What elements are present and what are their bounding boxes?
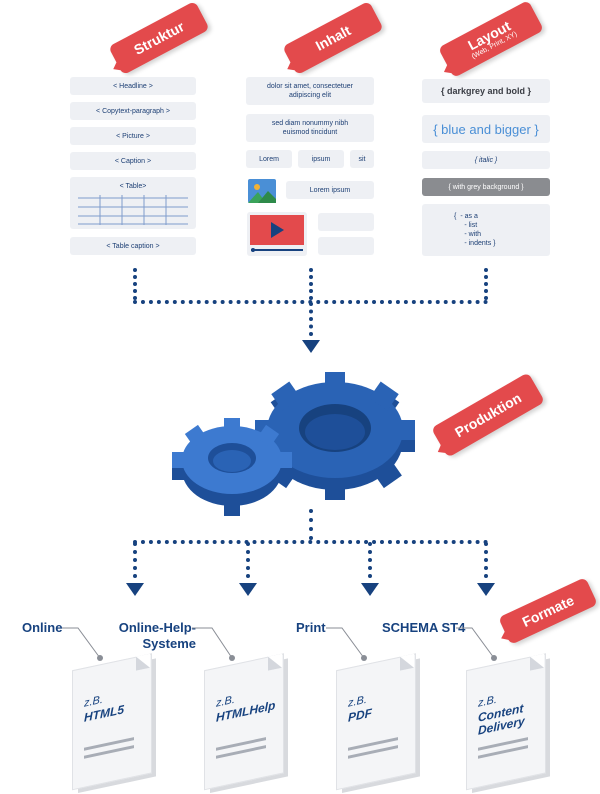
tag-produktion: Produktion [431,372,545,458]
arrow-down-to-gears [302,340,320,353]
table-grid-icon [78,195,188,225]
gears-icon [172,372,415,516]
inhalt-word-lorem-text: Lorem [259,155,279,163]
struktur-table: < Table> [70,177,196,229]
connector-to-gears [309,302,313,336]
tag-struktur-label: Struktur [130,17,187,58]
inhalt-word-sit-text: sit [358,155,366,163]
tag-inhalt-label: Inhalt [312,21,354,54]
struktur-copytext-text: < Copytext-paragraph > [96,107,170,115]
struktur-headline-text: < Headline > [113,82,153,90]
tag-struktur: Struktur [108,0,210,76]
inhalt-placeholder-2 [318,237,374,255]
layout-list-item: - as a [460,213,478,220]
layout-list-item: - list [464,222,478,229]
struktur-copytext: < Copytext-paragraph > [70,102,196,120]
tag-produktion-label: Produktion [451,389,524,440]
inhalt-para1-text: dolor sit amet, consectetuer adipiscing … [267,83,353,99]
connector-horizontal-bottom [133,540,488,544]
video-player-icon [247,212,307,256]
output-label-print: Print [296,620,326,635]
struktur-picture: < Picture > [70,127,196,145]
inhalt-para2: sed diam nonummy nibh euismod tincidunt [246,114,374,142]
landscape-image-icon [248,179,276,203]
inhalt-para1: dolor sit amet, consectetuer adipiscing … [246,77,374,105]
layout-italic-text: { italic } [474,156,498,164]
inhalt-placeholder-1 [318,213,374,231]
document-content-delivery: z.B. Content Delivery [466,653,550,794]
struktur-caption-text: < Caption > [114,157,152,165]
arrow-down-output-3 [361,583,379,596]
struktur-table-caption: < Table caption > [70,237,196,255]
document-pdf: z.B. PDF [336,653,420,794]
inhalt-image-caption: Lorem ipsum [286,181,374,199]
inhalt-para2-text: sed diam nonummy nibh euismod tincidunt [271,120,349,136]
layout-blue-bigger-text: { blue and bigger } [433,121,539,137]
layout-grey-bg: { with grey background } [422,178,550,196]
connector-struktur [133,268,137,300]
connector-from-gears [309,509,313,540]
inhalt-word-sit: sit [350,150,374,168]
inhalt-word-lorem: Lorem [246,150,292,168]
struktur-caption: < Caption > [70,152,196,170]
layout-grey-bg-text: { with grey background } [448,183,524,191]
output-label-online: Online [22,620,63,635]
layout-list-brace: { [454,213,457,220]
output-label-schema: SCHEMA ST4 [382,620,466,635]
layout-dark-bold: { darkgrey and bold } [422,79,550,103]
connector-output-1 [133,542,137,578]
struktur-headline: < Headline > [70,77,196,95]
output-label-online-help: Online-Help-Systeme [118,620,196,651]
tag-inhalt: Inhalt [282,0,384,76]
inhalt-image-caption-text: Lorem ipsum [309,186,351,194]
layout-dark-bold-text: { darkgrey and bold } [440,85,532,96]
document-html5: z.B. HTML5 [72,653,156,794]
layout-list-item: - indents } [464,240,496,247]
connector-output-3 [368,542,372,578]
connector-output-2 [246,542,250,578]
layout-list: { - as a - list - with - indents } [422,204,550,256]
arrow-down-output-1 [126,583,144,596]
connector-inhalt [309,268,313,300]
arrow-down-output-4 [477,583,495,596]
arrow-down-output-2 [239,583,257,596]
document-htmlhelp: z.B. HTMLHelp [204,653,288,794]
struktur-picture-text: < Picture > [116,132,150,140]
layout-italic: { italic } [422,151,550,169]
struktur-table-text: < Table> [119,183,147,190]
layout-list-item: - with [464,231,482,238]
layout-blue-bigger: { blue and bigger } [422,115,550,143]
connector-output-4 [484,542,488,578]
inhalt-word-ipsum-text: ipsum [311,155,331,163]
struktur-table-caption-text: < Table caption > [106,242,160,250]
connector-layout [484,268,488,300]
tag-layout: Layout (Web, Print, XY) [437,0,545,78]
inhalt-word-ipsum: ipsum [298,150,344,168]
pointer-lines [62,627,497,661]
